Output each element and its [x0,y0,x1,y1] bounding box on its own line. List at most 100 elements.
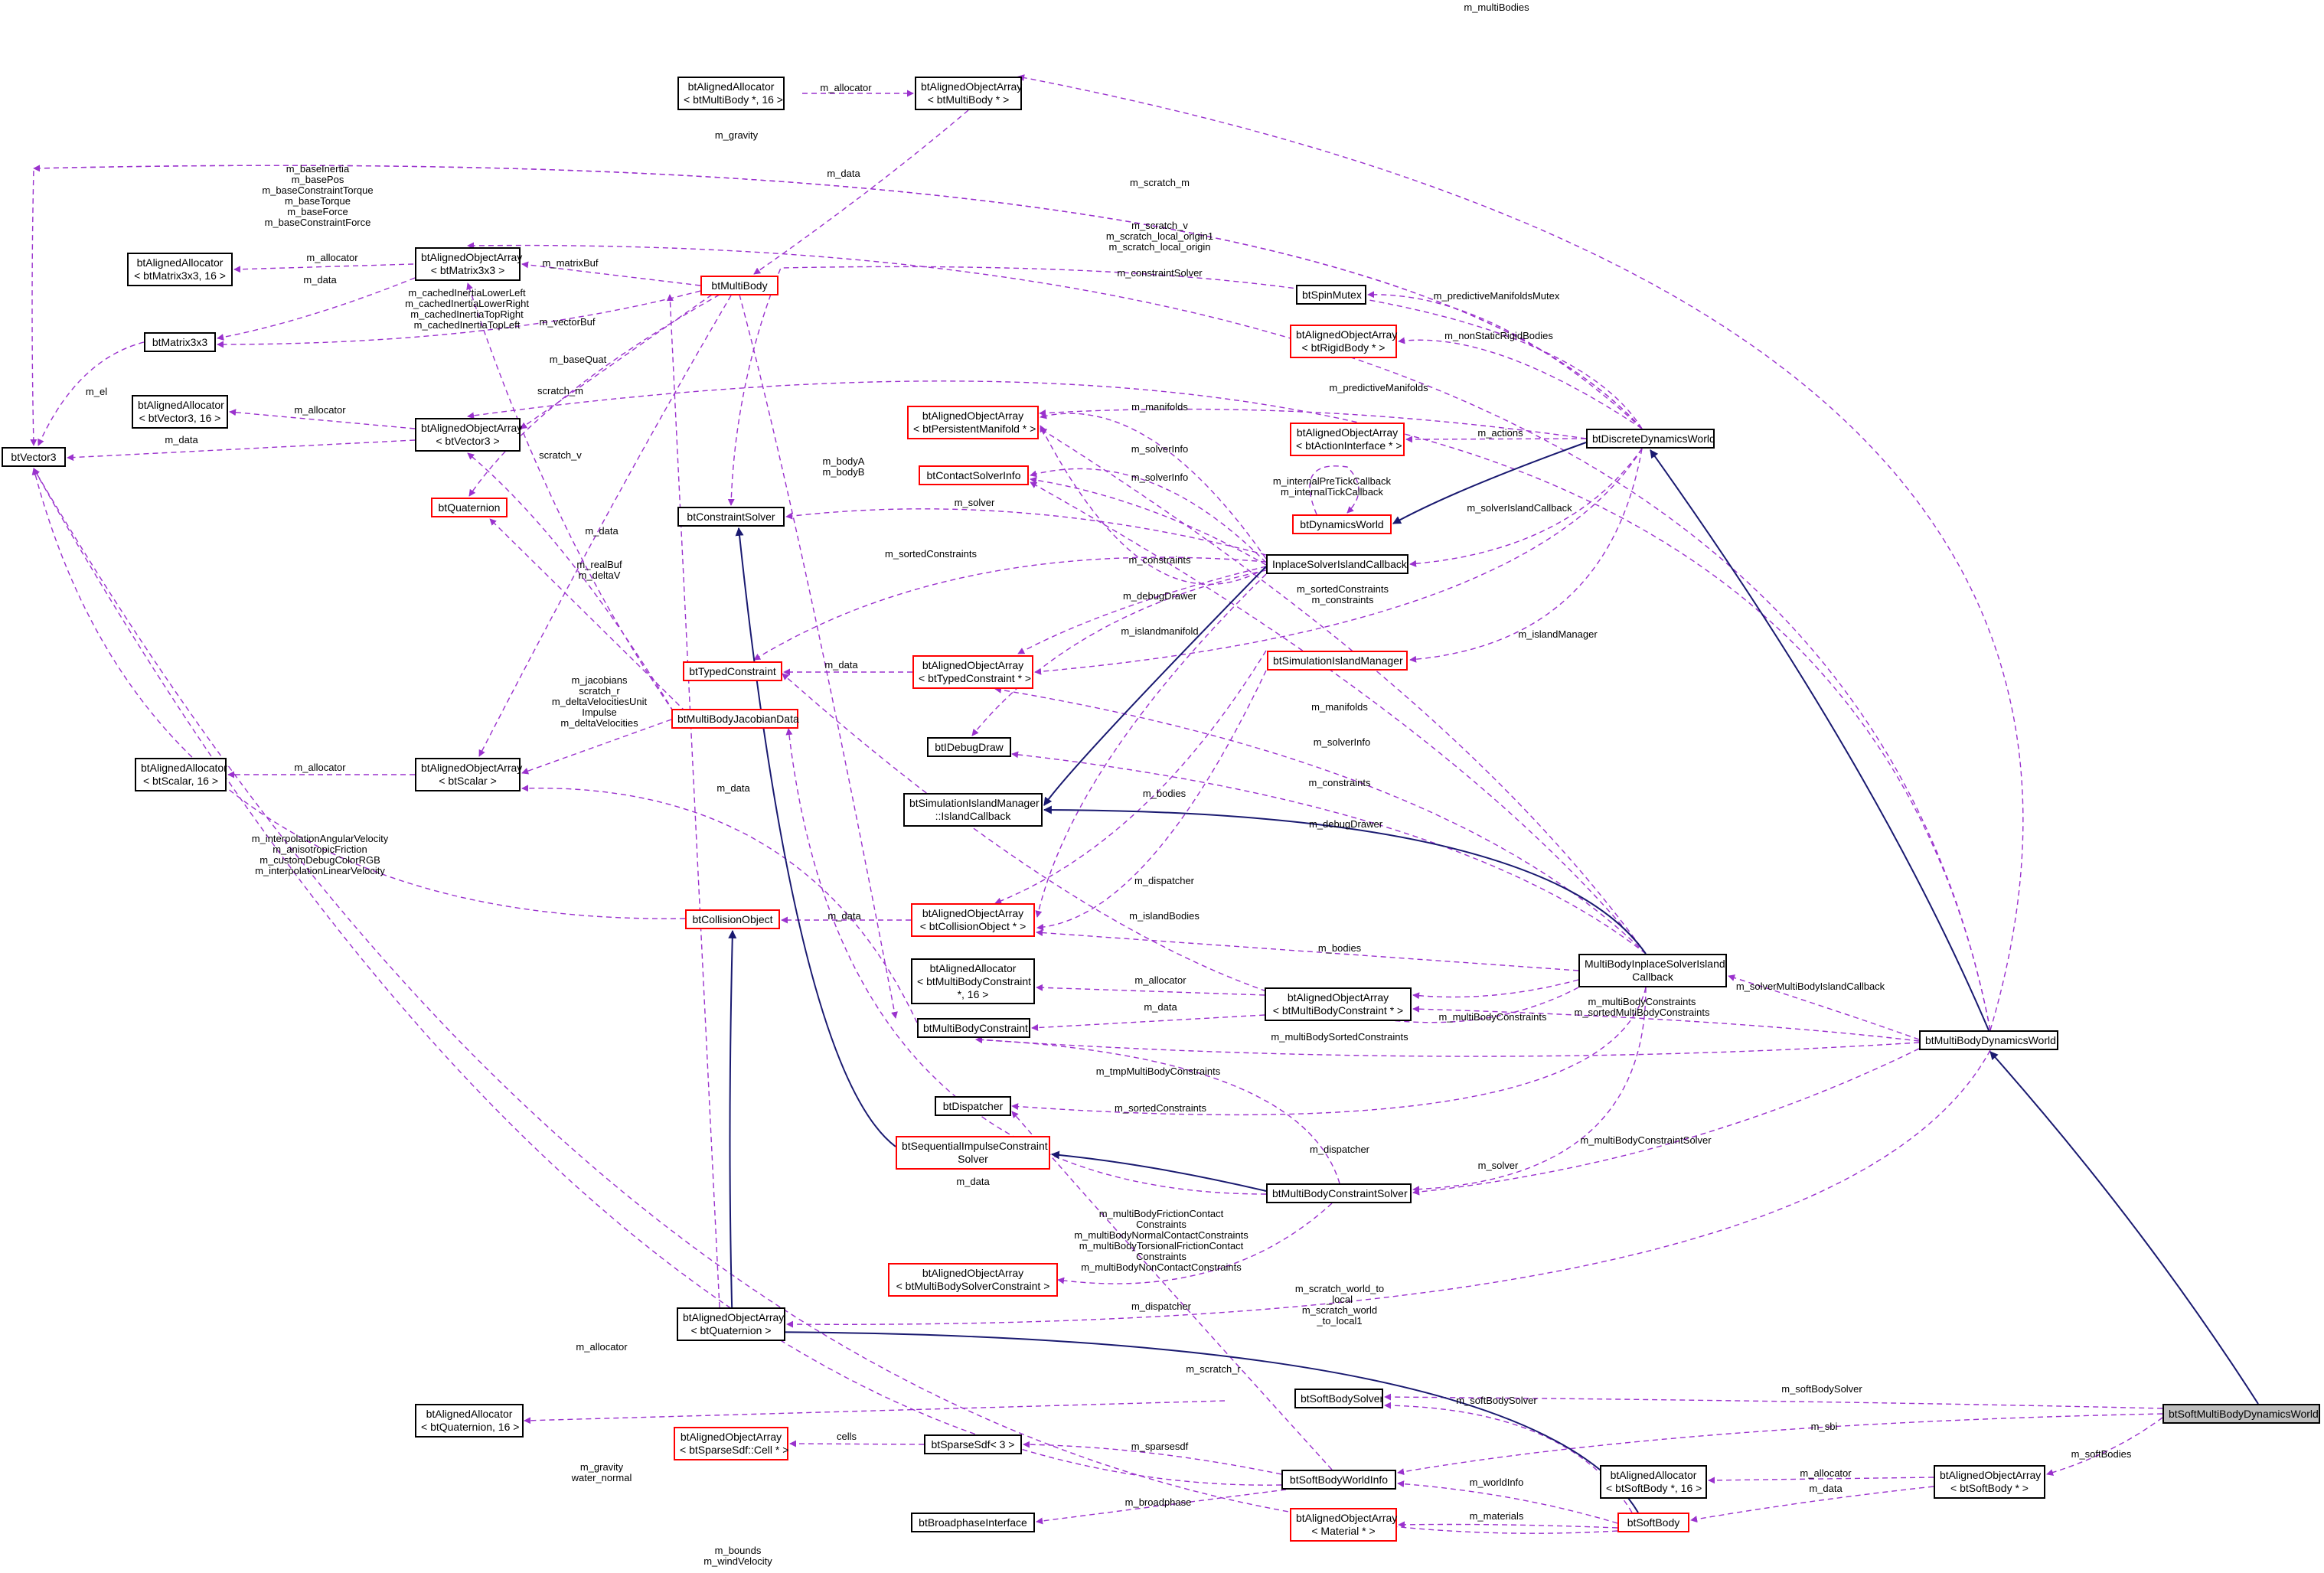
edge-label-m-scratch-r: m_scratch_r [1186,1364,1241,1375]
node-btDynamicsWorld[interactable]: btDynamicsWorld [1292,514,1392,534]
node-btMatrix3x3[interactable]: btMatrix3x3 [144,332,216,352]
edge-label-line: m_jacobians [571,674,628,686]
node-btSimulationIslandManager[interactable]: btSimulationIslandManager [1267,651,1408,671]
node-InplaceSolverIslandCallback[interactable]: InplaceSolverIslandCallback [1266,554,1408,574]
edge-label-m-data: m_data [303,275,336,286]
edge-label-line: m_multiBodyFrictionContact [1098,1208,1224,1219]
node-aligned-allocator-quaternion[interactable]: btAlignedAllocator< btQuaternion, 16 > [415,1404,524,1438]
edge-label-line: m_solverMultiBodyIslandCallback [1735,981,1885,992]
node-aligned-array-softbody[interactable]: btAlignedObjectArray< btSoftBody * > [1934,1465,2045,1499]
edge-label-m-vectorBuf: m_vectorBuf [540,317,596,328]
node-btMultiBodyJacobianData[interactable]: btMultiBodyJacobianData [671,709,799,729]
node-btDispatcher[interactable]: btDispatcher [935,1096,1011,1116]
usage-edge [38,341,145,446]
edge-label-line: m_multiBodyNonContactConstraints [1081,1261,1242,1273]
node-btTypedConstraint[interactable]: btTypedConstraint [683,661,782,681]
node-aligned-array-sparse-sdf-cell[interactable]: btAlignedObjectArray< btSparseSdf::Cell … [674,1427,788,1460]
node-label-line: < btQuaternion > [690,1324,772,1336]
edge-label-m-manifolds: m_manifolds [1311,702,1368,713]
node-label-line: < btMultiBodyConstraint [917,974,1032,987]
edge-label-line: m_matrixBuf [542,257,599,269]
node-btSoftBodyWorldInfo[interactable]: btSoftBodyWorldInfo [1281,1470,1396,1490]
node-btSoftBody[interactable]: btSoftBody [1617,1513,1689,1532]
node-aligned-array-action-interface[interactable]: btAlignedObjectArray< btActionInterface … [1290,423,1405,456]
node-aligned-array-multibody-constraint[interactable]: btAlignedObjectArray< btMultiBodyConstra… [1265,987,1412,1021]
edge-label-m-allocator: m_allocator [294,762,345,773]
node-btConstraintSolver[interactable]: btConstraintSolver [677,507,785,527]
edge-label-line: m_predictiveManifolds [1329,382,1428,393]
node-btSoftBodySolver[interactable]: btSoftBodySolver [1294,1389,1383,1408]
node-aligned-array-matrix3x3[interactable]: btAlignedObjectArray< btMatrix3x3 > [415,247,522,281]
usage-edge [1409,448,1643,663]
edge-label-m-softBodySolver: m_softBodySolver [1781,1384,1862,1395]
edge-label-line: m_scratch_world [1301,1304,1378,1316]
node-btContactSolverInfo[interactable]: btContactSolverInfo [919,465,1029,485]
node-btSparseSdf[interactable]: btSparseSdf< 3 > [924,1434,1022,1454]
node-aligned-array-typed-constraint[interactable]: btAlignedObjectArray< btTypedConstraint … [912,655,1033,689]
usage-edge [67,439,416,462]
edge-label-m-allocator: m_allocator [576,1342,627,1353]
node-aligned-array-scalar[interactable]: btAlignedObjectArray< btScalar > [415,758,522,791]
node-btVector3[interactable]: btVector3 [2,447,66,467]
node-label-line: btSoftBodySolver [1301,1392,1384,1405]
usage-edge [467,242,1991,1031]
edge-label-line: m_bodyB [822,466,865,478]
node-btMultiBodyConstraintSolver[interactable]: btMultiBodyConstraintSolver [1266,1183,1412,1203]
node-aligned-array-material[interactable]: btAlignedObjectArray< Material * > [1290,1508,1397,1542]
node-aligned-allocator-scalar[interactable]: btAlignedAllocator< btScalar, 16 > [135,758,227,791]
edge-label-line: water_normal [571,1472,632,1483]
edge-label-line: m_softBodySolver [1456,1395,1537,1406]
node-aligned-array-collision-object[interactable]: btAlignedObjectArray< btCollisionObject … [911,903,1035,937]
usage-edge [739,294,898,1019]
node-label-line: < btMultiBody *, 16 > [684,93,783,106]
edge-label-line: m_vectorBuf [539,316,596,328]
node-aligned-allocator-softbody[interactable]: btAlignedAllocator< btSoftBody *, 16 > [1600,1465,1707,1499]
edge-label-line: m_multiBodies [1464,2,1529,13]
usage-edge [1690,1486,1934,1523]
node-aligned-array-quaternion[interactable]: btAlignedObjectArray< btQuaternion > [677,1307,785,1341]
node-aligned-array-multibody-solver-constraint[interactable]: btAlignedObjectArray< btMultiBodySolverC… [888,1263,1058,1297]
node-aligned-allocator-multibody[interactable]: btAlignedAllocator< btMultiBody *, 16 > [677,77,785,110]
edge-label-line: m_allocator [294,404,346,416]
node-label-line: < Material * > [1311,1525,1376,1537]
node-btMultiBodyConstraint[interactable]: btMultiBodyConstraint [917,1018,1030,1038]
node-btBroadphaseInterface[interactable]: btBroadphaseInterface [911,1513,1035,1532]
node-btMultiBodyDynamicsWorld[interactable]: btMultiBodyDynamicsWorld [1919,1030,2058,1050]
node-btSpinMutex[interactable]: btSpinMutex [1296,285,1366,305]
node-label-line: InplaceSolverIslandCallback [1272,557,1407,570]
node-label-line: btAlignedObjectArray [1940,1469,2042,1481]
node-btIDebugDraw[interactable]: btIDebugDraw [927,737,1011,757]
usage-edge [2046,1417,2163,1476]
node-label-line: btMultiBodyConstraint [923,1021,1028,1034]
node-btQuaternion[interactable]: btQuaternion [431,498,508,517]
node-aligned-allocator-multibody-constraint[interactable]: btAlignedAllocator< btMultiBodyConstrain… [911,958,1035,1004]
usage-edge [31,468,686,919]
node-btDiscreteDynamicsWorld[interactable]: btDiscreteDynamicsWorld [1586,429,1715,449]
usage-edge [753,109,969,275]
edge-label-line: m_allocator [1134,974,1186,986]
node-aligned-array-rigidbody[interactable]: btAlignedObjectArray< btRigidBody * > [1290,325,1397,358]
node-btCollisionObject[interactable]: btCollisionObject [685,909,780,929]
node-aligned-allocator-vector3[interactable]: btAlignedAllocator< btVector3, 16 > [132,395,228,429]
node-label-line: < btMultiBodyConstraint * > [1272,1004,1404,1017]
node-island-callback[interactable]: btSimulationIslandManager::IslandCallbac… [903,793,1043,827]
node-btSoftMultiBodyDynamicsWorld[interactable]: btSoftMultiBodyDynamicsWorld [2162,1404,2320,1424]
inheritance-edge [728,929,1639,1513]
node-aligned-array-vector3[interactable]: btAlignedObjectArray< btVector3 > [415,418,522,452]
usage-edge [753,556,1267,661]
edge-label-m-islandManager: m_islandManager [1518,629,1597,640]
edge-label-scratch-v: scratch_v [539,450,582,461]
edge-label-line: m_broadphase [1124,1496,1192,1508]
edge-label-m-sbi: m_sbi [1811,1421,1838,1432]
node-btMultiBody[interactable]: btMultiBody [700,276,778,295]
edge-label-m-allocator: m_allocator [306,253,357,263]
node-aligned-array-persistent-manifold[interactable]: btAlignedObjectArray< btPersistentManifo… [907,406,1039,439]
node-aligned-allocator-matrix3x3[interactable]: btAlignedAllocator< btMatrix3x3, 16 > [127,253,233,286]
node-aligned-array-multibody[interactable]: btAlignedObjectArray< btMultiBody * > [915,77,1022,110]
